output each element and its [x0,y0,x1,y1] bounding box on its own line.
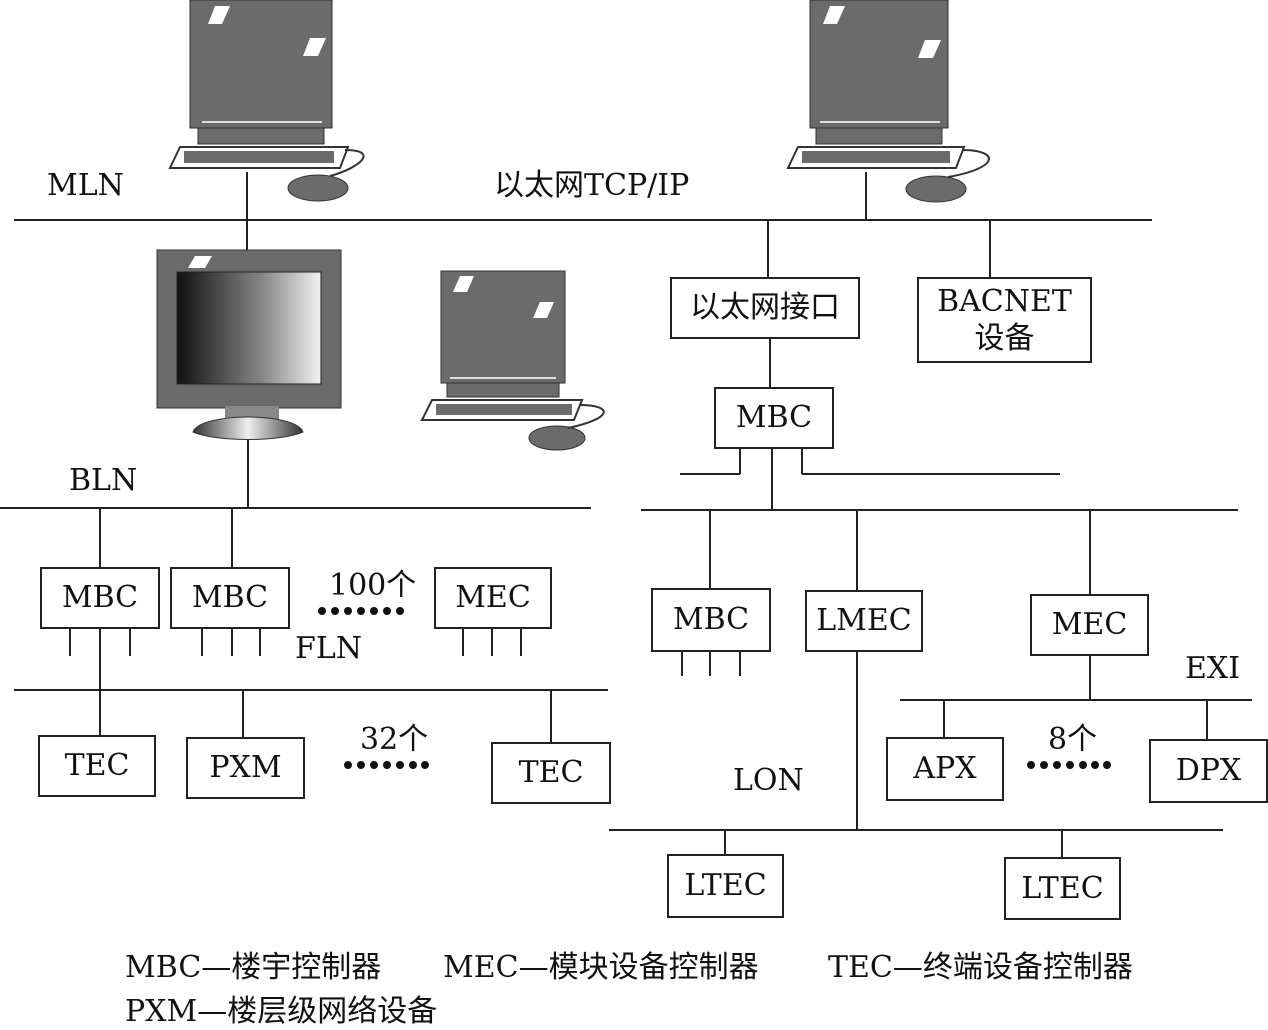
tec-text-1: TEC [64,748,130,784]
ellipsis-dots-tec [344,761,429,769]
count-8-label: 8个 [1048,722,1098,757]
lmec-box: LMEC [805,590,923,652]
legend-tec: TEC—终端设备控制器 [828,950,1133,985]
mbc-bln-text-2: MBC [191,580,269,616]
crt-monitor-icon [156,249,342,440]
legend-mec: MEC—模块设备控制器 [443,950,759,985]
tec-box-2: TEC [491,742,611,804]
workstation-icon [420,270,584,421]
mouse-icon [528,404,605,451]
ellipsis-dots-fln [318,607,404,615]
legend-mbc: MBC—楼宇控制器 [125,950,382,985]
ethernet-interface-box: 以太网接口 [670,277,860,339]
pxm-box: PXM [186,737,305,799]
ellipsis-dots-exi [1027,761,1111,769]
mec-bln-text: MEC [455,580,531,616]
bacnet-device-box: BACNET 设备 [917,277,1092,363]
ltec-text-2: LTEC [1021,870,1104,906]
mbc-right-text: MBC [672,602,750,638]
mec-right-box: MEC [1030,594,1149,656]
mouse-icon [287,149,365,202]
mbc-right-box: MBC [651,588,771,652]
lon-label: LON [733,763,804,798]
exi-label: EXI [1185,651,1241,686]
tec-box-1: TEC [38,735,156,797]
tec-text-2: TEC [518,755,584,791]
dpx-text: DPX [1175,753,1242,789]
ltec-text-1: LTEC [684,868,767,904]
bln-label: BLN [69,463,138,498]
mbc-bln-text-1: MBC [61,580,139,616]
ltec-box-1: LTEC [667,854,784,918]
bacnet-device-text: 设备 [974,321,1035,356]
mbc-top-box: MBC [714,387,834,449]
mbc-top-text: MBC [735,400,813,436]
ethernet-tcpip-label: 以太网TCP/IP [494,168,690,203]
legend-pxm: PXM—楼层级网络设备 [125,994,438,1029]
mbc-bln-box-2: MBC [170,567,290,629]
bacnet-text: BACNET [937,283,1072,319]
fln-label: FLN [295,631,362,666]
mbc-bln-box-1: MBC [40,567,160,629]
count-32-label: 32个 [360,722,429,757]
dpx-box: DPX [1149,739,1268,803]
lmec-text: LMEC [816,603,912,639]
ethernet-interface-text: 以太网接口 [690,290,840,326]
workstation-icon [168,0,350,169]
ltec-box-2: LTEC [1004,857,1121,920]
count-100-label: 100个 [329,568,417,603]
apx-text: APX [913,751,977,787]
workstation-icon [786,0,966,169]
mln-label: MLN [47,168,124,203]
mouse-icon [905,149,990,203]
mec-right-text: MEC [1051,607,1128,643]
apx-box: APX [886,737,1004,801]
pxm-text: PXM [209,750,282,786]
mec-bln-box: MEC [434,567,552,629]
